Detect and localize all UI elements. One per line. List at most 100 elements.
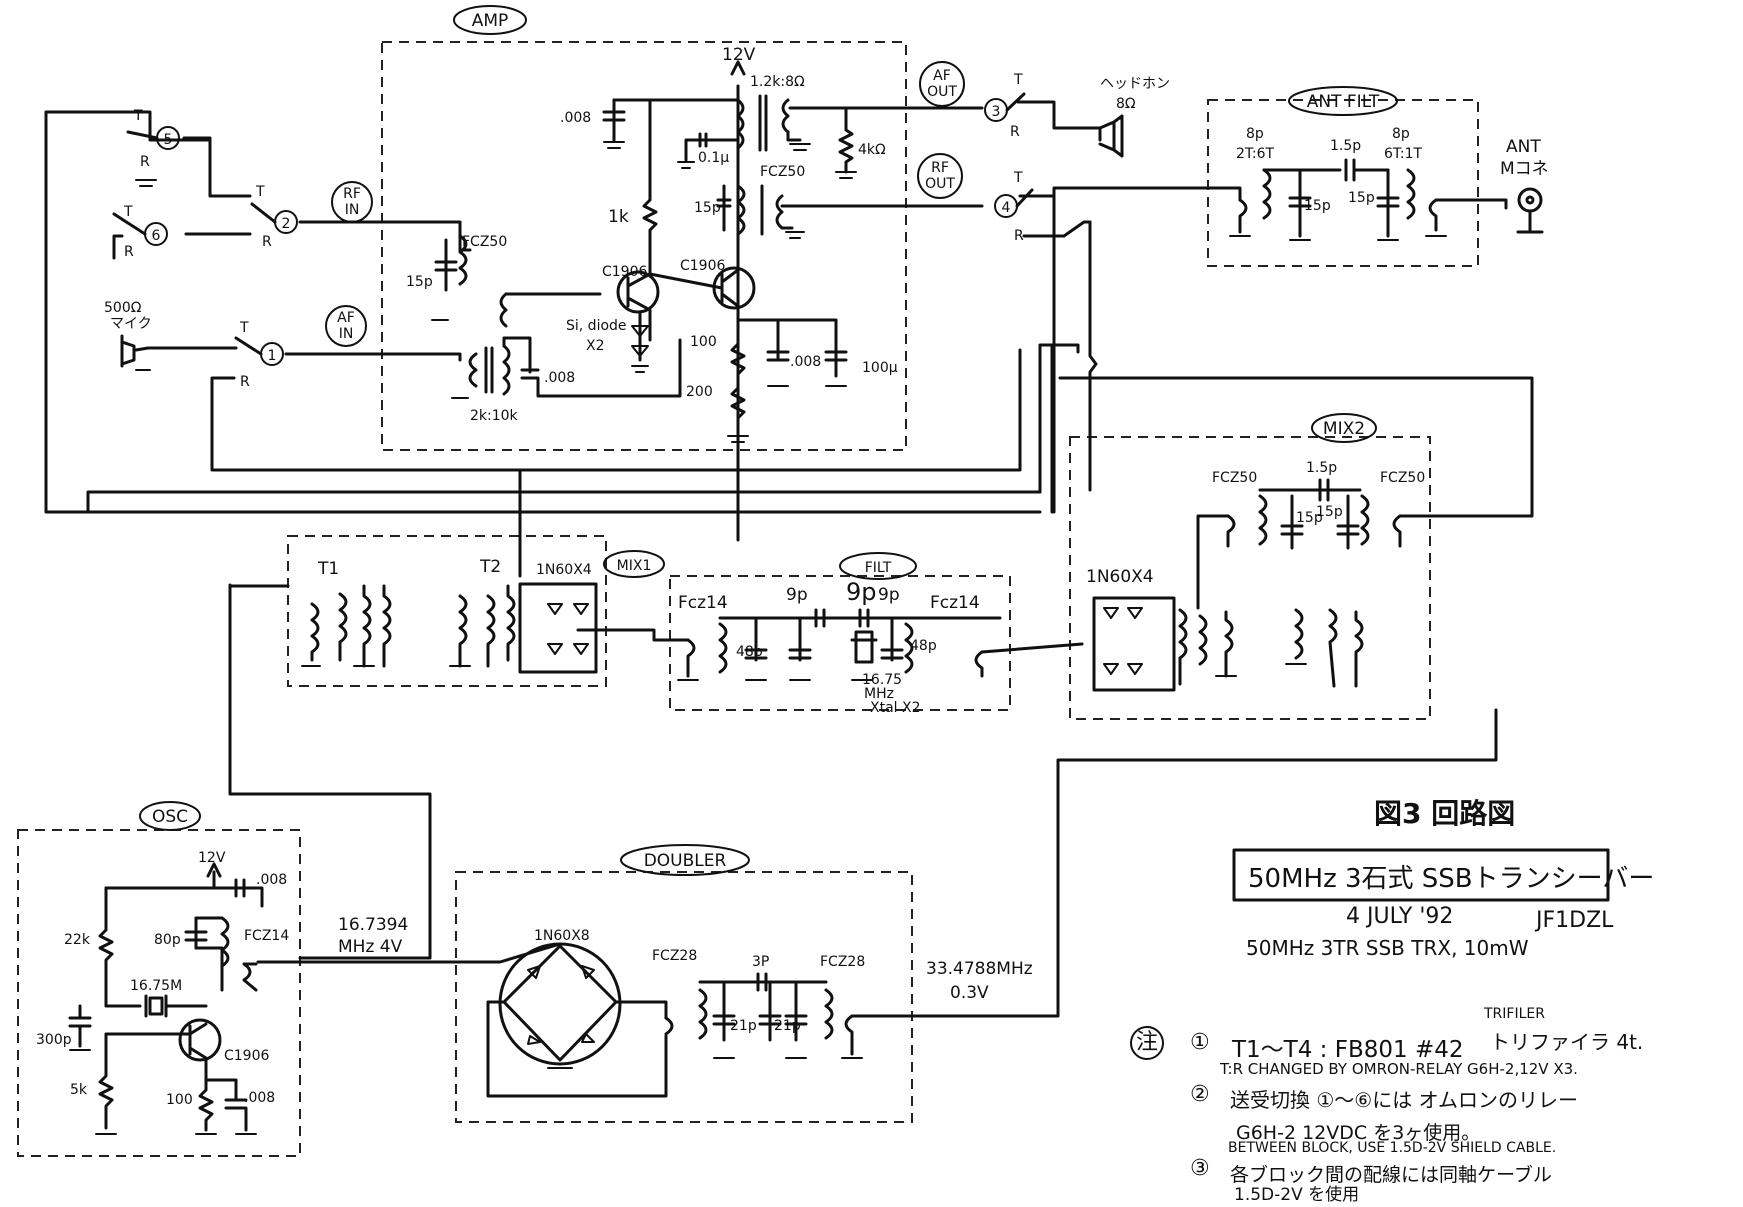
svg-text:ANT: ANT — [1506, 137, 1541, 157]
svg-text:T: T — [123, 204, 133, 220]
svg-text:T: T — [239, 320, 249, 336]
svg-text:15p: 15p — [1316, 504, 1343, 520]
svg-text:0.3V: 0.3V — [950, 983, 989, 1003]
svg-text:MHz 4V: MHz 4V — [338, 937, 403, 957]
svg-text:AF: AF — [337, 310, 355, 326]
signal-annotations: 16.7394 MHz 4V 33.4788MHz 0.3V — [338, 915, 1033, 1003]
antenna-connector: ANT Mコネ — [1500, 137, 1549, 234]
schematic-subtitle: 50MHz 3TR SSB TRX, 10mW — [1246, 936, 1529, 960]
svg-text:8Ω: 8Ω — [1116, 96, 1136, 112]
mix2-circuit: FCZ50 1.5p FCZ50 15p 15p 1N60X4 — [1086, 460, 1512, 692]
switch-1: 1 T R — [234, 320, 284, 390]
svg-text:1N60X4: 1N60X4 — [536, 562, 592, 578]
amp-circuit: 12V .008 1.2k:8Ω 0.1μ 4kΩ FCZ50 15p 1k — [406, 45, 898, 542]
svg-text:.008: .008 — [560, 110, 591, 126]
svg-text:R: R — [262, 234, 272, 250]
osc-circuit: 12V .008 22k 80p FCZ14 16.75M 300p C1906… — [36, 850, 289, 1135]
svg-text:OSC: OSC — [152, 807, 188, 827]
svg-text:T: T — [133, 108, 143, 124]
ant-filt-label: ANT FILT — [1288, 86, 1398, 116]
svg-text:21p: 21p — [730, 1018, 757, 1034]
mix1-label: MIX1 — [603, 550, 665, 578]
schematic-date: 4 JULY '92 — [1346, 904, 1454, 929]
svg-text:6: 6 — [152, 228, 161, 244]
svg-text:AF: AF — [933, 68, 951, 84]
mix2-block — [1069, 436, 1431, 720]
note-2-text: 送受切換 ①〜⑥には オムロンのリレー — [1230, 1088, 1578, 1112]
svg-text:100: 100 — [166, 1092, 193, 1108]
svg-text:12V: 12V — [198, 850, 226, 866]
rf-out-bubble: RF OUT — [917, 153, 963, 199]
note-1-kana: トリファイラ 4t. — [1490, 1030, 1644, 1054]
note-2-number: ② — [1190, 1082, 1210, 1107]
ant-filt-block — [1207, 99, 1479, 267]
rf-in-bubble: RF IN — [331, 181, 373, 223]
svg-text:6T:1T: 6T:1T — [1384, 146, 1423, 162]
svg-text:R: R — [124, 244, 134, 260]
schematic-title: 50MHz 3石式 SSBトランシーバー — [1248, 864, 1655, 894]
svg-text:1.2k:8Ω: 1.2k:8Ω — [750, 74, 805, 90]
svg-text:FCZ28: FCZ28 — [820, 954, 865, 970]
svg-text:1N60X8: 1N60X8 — [534, 928, 590, 944]
svg-text:8p: 8p — [1392, 126, 1410, 142]
svg-text:Xtal X2: Xtal X2 — [870, 700, 921, 716]
microphone-symbol: 500Ω マイク — [104, 300, 152, 371]
svg-text:FCZ50: FCZ50 — [760, 164, 805, 180]
figure-label: 図3 回路図 — [1374, 797, 1516, 830]
note-1-number: ① — [1190, 1030, 1210, 1055]
amp-block — [381, 41, 907, 451]
svg-text:0.1μ: 0.1μ — [698, 150, 729, 166]
svg-text:Fcz14: Fcz14 — [678, 593, 728, 613]
svg-text:9p: 9p — [878, 585, 900, 605]
svg-text:21p: 21p — [774, 1018, 801, 1034]
doubler-circuit: 1N60X8 FCZ28 3P FCZ28 21p 21p — [456, 928, 865, 1098]
switch-6: 6 T R — [112, 204, 168, 260]
svg-text:AMP: AMP — [472, 11, 509, 31]
svg-text:5k: 5k — [70, 1082, 88, 1098]
svg-text:9p: 9p — [786, 585, 808, 605]
svg-text:FILT: FILT — [865, 560, 892, 576]
svg-text:C1906: C1906 — [602, 264, 647, 280]
svg-text:100μ: 100μ — [862, 360, 898, 376]
ant-filt-circuit: 8p 2T:6T 1.5p 8p 6T:1T 15p 15p — [1229, 126, 1508, 241]
title-frame — [1232, 848, 1610, 902]
svg-text:Mコネ: Mコネ — [1500, 159, 1549, 179]
svg-text:15p: 15p — [1304, 198, 1331, 214]
notes-marker: 注 — [1130, 1026, 1164, 1060]
svg-text:100: 100 — [690, 334, 717, 350]
svg-text:16.75M: 16.75M — [130, 978, 182, 994]
note-3-number: ③ — [1190, 1156, 1210, 1181]
filt-block — [669, 575, 1011, 711]
note-2-text-2: G6H-2 12VDC を3ヶ使用。 — [1236, 1122, 1481, 1144]
osc-label: OSC — [139, 801, 201, 831]
svg-text:2k:10k: 2k:10k — [470, 408, 519, 424]
mix1-circuit: T1 T2 1N60X4 — [228, 557, 598, 674]
headphone-symbol: ヘッドホン 8Ω — [1098, 76, 1170, 158]
note-1-changed: T:R CHANGED BY OMRON-RELAY G6H-2,12V X3. — [1220, 1060, 1578, 1078]
svg-text:.008: .008 — [790, 354, 821, 370]
svg-text:DOUBLER: DOUBLER — [644, 851, 727, 871]
svg-text:R: R — [240, 374, 250, 390]
svg-text:1N60X4: 1N60X4 — [1086, 567, 1154, 587]
svg-text:.008: .008 — [544, 370, 575, 386]
svg-text:R: R — [1010, 124, 1020, 140]
switch-4: 4 T R — [994, 170, 1034, 244]
svg-text:15p: 15p — [406, 274, 433, 290]
svg-text:1.5p: 1.5p — [1330, 138, 1361, 154]
svg-text:Fcz14: Fcz14 — [930, 593, 980, 613]
svg-text:2: 2 — [282, 216, 291, 232]
svg-text:T: T — [1013, 170, 1023, 186]
svg-text:ヘッドホン: ヘッドホン — [1100, 76, 1170, 92]
svg-text:15p: 15p — [694, 200, 721, 216]
svg-text:FCZ50: FCZ50 — [1212, 470, 1257, 486]
svg-text:33.4788MHz: 33.4788MHz — [926, 959, 1033, 979]
svg-text:RF: RF — [343, 186, 361, 202]
svg-text:48p: 48p — [736, 644, 763, 660]
note-3-text: 各ブロック間の配線には同軸ケーブル — [1230, 1164, 1552, 1186]
svg-text:C1906: C1906 — [680, 258, 725, 274]
svg-text:4: 4 — [1002, 200, 1011, 216]
svg-text:3: 3 — [992, 104, 1001, 120]
svg-text:T1: T1 — [317, 559, 339, 579]
svg-text:12V: 12V — [722, 45, 756, 65]
